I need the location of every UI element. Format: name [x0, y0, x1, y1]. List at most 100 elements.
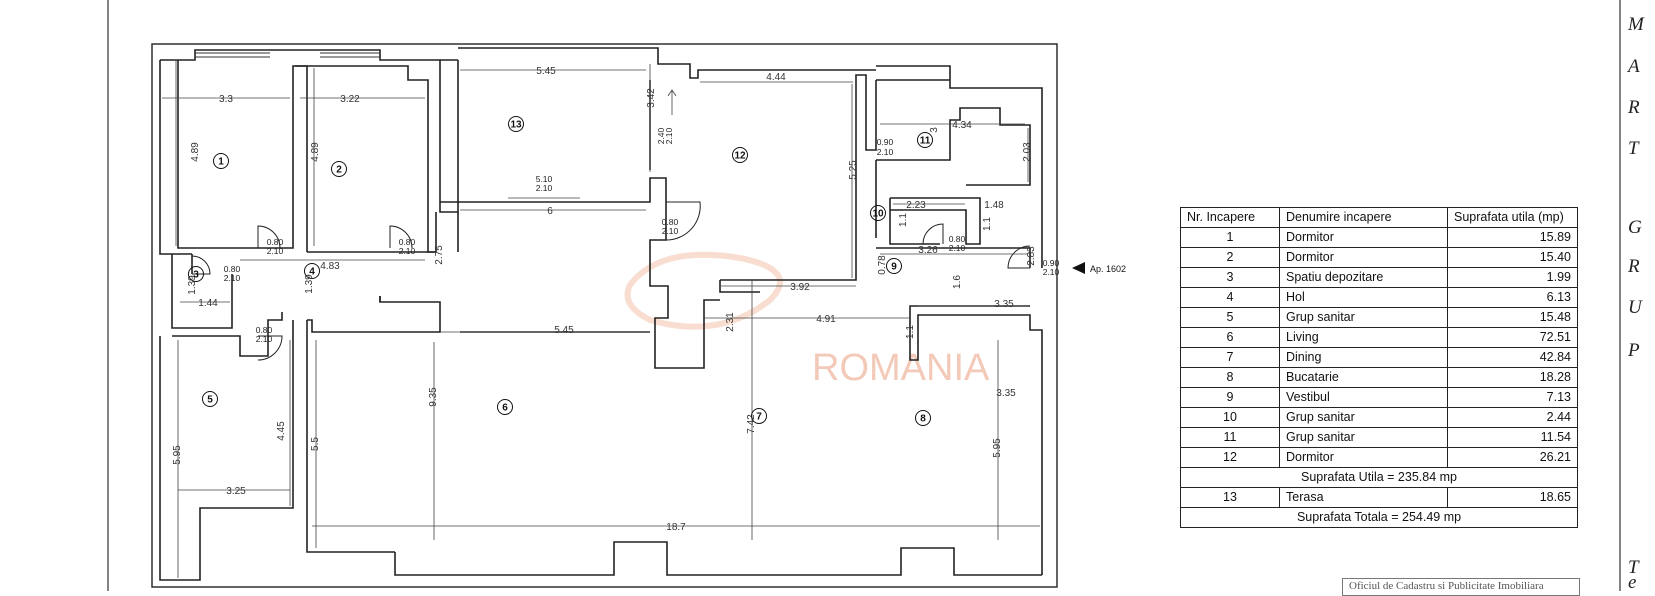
dimension-label: 1.1: [898, 213, 909, 227]
row-nr: 2: [1180, 247, 1280, 268]
dimension-label: 2.10: [536, 183, 553, 193]
row-name: Dormitor: [1279, 247, 1448, 268]
windows: [195, 52, 380, 58]
row-area: 2.44: [1447, 407, 1578, 428]
dimension-label: 2.40: [656, 127, 666, 144]
room-marker-5: 5: [202, 391, 218, 407]
dimension-label: 5.25: [848, 160, 859, 180]
dimension-label: 5.45: [536, 66, 556, 77]
room-marker-10: 10: [870, 205, 886, 221]
dimension-label: 4.89: [310, 142, 321, 162]
terasa-row: 13 Terasa 18.65: [1180, 487, 1578, 508]
row-name: Dormitor: [1279, 447, 1448, 468]
dimension-label: 0.90: [877, 137, 894, 147]
dimension-label: 5.10: [536, 174, 553, 184]
row-name: Dining: [1279, 347, 1448, 368]
room-marker-8: 8: [915, 410, 931, 426]
room-circle: [202, 391, 218, 407]
dimension-label: 4.91: [816, 314, 836, 325]
room-number: 4: [309, 267, 315, 278]
room-circle: [331, 161, 347, 177]
dimension-label: 4.34: [952, 120, 972, 131]
row-area: 1.99: [1447, 267, 1578, 288]
row-name: Spatiu depozitare: [1279, 267, 1448, 288]
dimension-label: 6: [547, 206, 553, 217]
row-nr: 9: [1180, 387, 1280, 408]
dimension-label: 2.31: [725, 312, 736, 332]
side-letter: P: [1627, 340, 1640, 361]
dimension-label: 2.10: [664, 127, 674, 144]
row-name: Living: [1279, 327, 1448, 348]
row-area: 11.54: [1447, 427, 1578, 448]
room-marker-9: 9: [886, 258, 902, 274]
dimension-label: 1.44: [198, 298, 218, 309]
dimension-label: 0.80: [256, 325, 273, 335]
watermark-text: ROMANIA: [812, 347, 990, 389]
room-number: 11: [920, 136, 931, 147]
side-letter: T: [1628, 138, 1640, 159]
terasa-area: 18.65: [1447, 487, 1578, 508]
side-letter: T: [1628, 557, 1640, 578]
dimension-label: 0.80: [949, 234, 966, 244]
dimension-label: 4.89: [190, 142, 201, 162]
room-number: 1: [218, 157, 224, 168]
dimension-label: 5.95: [992, 438, 1003, 458]
room-number: 8: [920, 414, 926, 425]
row-name: Grup sanitar: [1279, 407, 1448, 428]
room-number: 13: [510, 120, 522, 131]
dimension-label: 4.44: [766, 72, 786, 83]
dimension-label: 7.42: [746, 414, 757, 434]
dimension-label: 2.75: [434, 245, 445, 265]
cadastre-stamp: Oficiul de Cadastru si Publicitate Imobi…: [1342, 578, 1580, 596]
side-letter: M: [1627, 14, 1645, 35]
side-letter: R: [1627, 97, 1640, 118]
room-circle: [188, 266, 204, 282]
dimension-lines: [162, 60, 1040, 578]
room-circle: [508, 116, 524, 132]
row-name: Grup sanitar: [1279, 427, 1448, 448]
dimension-label: 18.7: [666, 522, 686, 533]
row-area: 7.13: [1447, 387, 1578, 408]
dimension-label: 5.95: [172, 445, 183, 465]
side-letter: G: [1628, 217, 1642, 238]
dimension-label: 3.35: [996, 388, 1016, 399]
dimension-label: 5.5: [310, 437, 321, 451]
dimension-label: 1.48: [984, 200, 1004, 211]
row-nr: 6: [1180, 327, 1280, 348]
dimension-label: 2.10: [267, 246, 284, 256]
row-nr: 12: [1180, 447, 1280, 468]
row-area: 26.21: [1447, 447, 1578, 468]
terasa-name: Terasa: [1279, 487, 1448, 508]
terasa-nr: 13: [1180, 487, 1280, 508]
row-nr: 4: [1180, 287, 1280, 308]
row-area: 15.48: [1447, 307, 1578, 328]
room-number: 7: [756, 412, 762, 423]
watermark: ROMANIA: [624, 251, 990, 389]
room-circle: [751, 408, 767, 424]
room-number: 5: [207, 395, 213, 406]
row-name: Dormitor: [1279, 227, 1448, 248]
dimension-label: 2.10: [1043, 267, 1060, 277]
row-name: Bucatarie: [1279, 367, 1448, 388]
room-marker-4: 4: [304, 263, 320, 279]
row-name: Vestibul: [1279, 387, 1448, 408]
room-circle: [304, 263, 320, 279]
side-letter: A: [1626, 56, 1640, 77]
utila-total: Suprafata Utila = 235.84 mp: [1180, 467, 1578, 488]
dimension-label: 0.80: [399, 237, 416, 247]
table-header-row: Nr. Incapere Denumire incapere Suprafata…: [1180, 207, 1578, 228]
dimension-label: 1.39: [187, 275, 198, 295]
apartment-arrow-icon: [1072, 262, 1085, 274]
dimension-label: 4.45: [276, 421, 287, 441]
